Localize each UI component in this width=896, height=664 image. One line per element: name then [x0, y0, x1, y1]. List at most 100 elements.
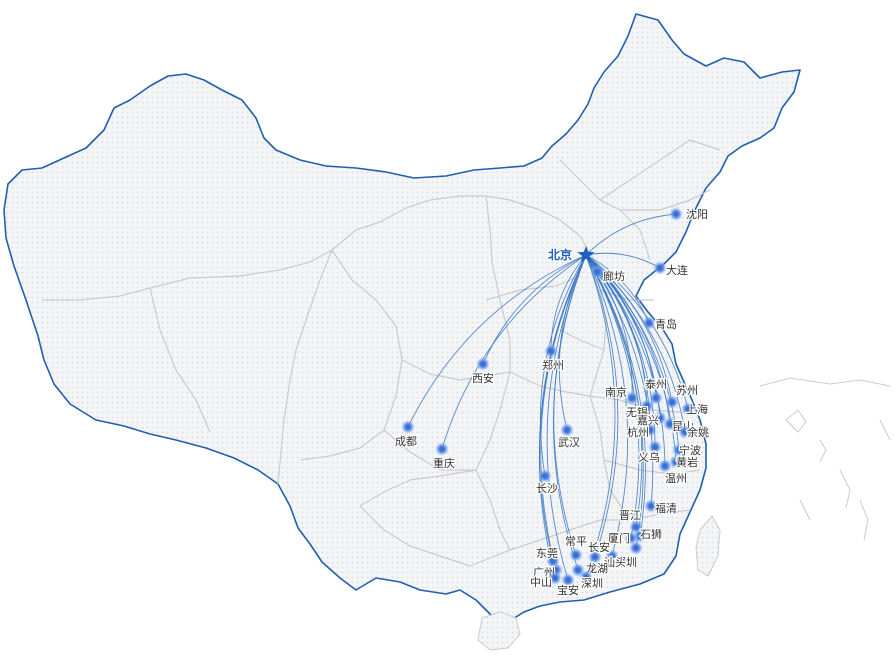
route-line-chengdu — [407, 254, 587, 428]
route-line-zhengzhou — [550, 254, 587, 352]
city-marker-chengdu[interactable]: 成都 — [394, 420, 418, 449]
city-marker-suzhou[interactable]: 苏州 — [665, 383, 699, 409]
city-marker-dalian[interactable]: 大连 — [653, 261, 689, 278]
city-dot — [548, 348, 554, 354]
city-label: 汕头 — [604, 556, 626, 569]
city-marker-shenzhen[interactable]: 深圳 — [579, 570, 604, 591]
city-marker-changsha[interactable]: 长沙 — [535, 469, 559, 496]
city-marker-shishi[interactable]: 石狮 — [633, 527, 663, 543]
city-dot — [685, 406, 691, 412]
route-line-xian — [482, 254, 587, 365]
city-dot — [662, 463, 668, 469]
city-dot — [657, 265, 663, 271]
city-label: 深圳 — [615, 556, 637, 569]
city-markers: 廊坊沈阳大连青岛郑州西安成都重庆武汉长沙南京泰州无锡苏州上海嘉兴昆山杭州余姚宁波… — [394, 206, 711, 599]
city-marker-yiwu[interactable]: 义乌 — [637, 440, 662, 465]
city-marker-dongguan[interactable]: 东莞 — [535, 546, 560, 568]
city-marker-fuqing[interactable]: 福清 — [644, 499, 678, 516]
city-dot — [644, 403, 650, 409]
route-line-shenzhen — [585, 254, 616, 578]
city-label: 苏州 — [676, 384, 698, 397]
china-mainland-outline — [3, 13, 801, 623]
city-label: 上海 — [686, 402, 708, 416]
city-dot — [439, 446, 445, 452]
city-marker-huangyan[interactable]: 黄岩 — [669, 454, 699, 470]
route-line-chongqing — [441, 254, 587, 450]
city-dot — [583, 574, 589, 580]
city-label: 重庆 — [433, 456, 455, 470]
city-label: 黄岩 — [676, 455, 698, 469]
city-dot — [673, 211, 679, 217]
city-dot — [573, 552, 579, 558]
city-marker-jinjiang[interactable]: 晋江 — [618, 508, 643, 534]
city-label: 廊坊 — [603, 269, 625, 283]
city-marker-wenzhou[interactable]: 温州 — [658, 459, 688, 486]
city-dot — [480, 361, 486, 367]
route-line-changan — [585, 254, 619, 558]
city-marker-qingdao[interactable]: 青岛 — [642, 316, 678, 332]
route-line-longhu — [553, 254, 587, 571]
city-dot — [575, 567, 581, 573]
city-label: 余姚 — [687, 425, 709, 439]
city-label: 成都 — [395, 435, 417, 448]
city-dot — [676, 447, 682, 453]
star-icon[interactable] — [577, 246, 595, 263]
city-label: 常平 — [565, 535, 587, 548]
city-label: 郑州 — [542, 358, 564, 372]
city-label: 沈阳 — [686, 207, 708, 221]
city-label: 南京 — [605, 385, 627, 399]
city-label: 嘉兴 — [637, 413, 659, 427]
city-dot — [564, 427, 570, 433]
city-marker-changan[interactable]: 长安 — [587, 539, 611, 564]
city-label: 温州 — [665, 472, 687, 485]
city-dot — [552, 575, 558, 581]
city-marker-hangzhou[interactable]: 杭州 — [626, 423, 657, 440]
city-marker-langfang[interactable]: 廊坊 — [590, 265, 626, 284]
city-label: 东莞 — [536, 547, 558, 560]
city-marker-shenzhen_east[interactable]: 深圳 — [614, 541, 643, 570]
city-marker-wuhan[interactable]: 武汉 — [557, 423, 581, 450]
city-dot — [682, 429, 688, 435]
taiwan-island — [695, 515, 721, 577]
city-marker-xian[interactable]: 西安 — [471, 357, 495, 386]
city-label: 中山 — [530, 576, 552, 589]
city-dot — [657, 415, 663, 421]
city-label: 泰州 — [645, 377, 667, 391]
hainan-island — [477, 611, 521, 651]
city-marker-ningbo[interactable]: 宁波 — [672, 442, 702, 458]
city-marker-baoan[interactable]: 宝安 — [556, 573, 580, 598]
route-line-dalian — [585, 252, 661, 269]
city-dot — [647, 427, 653, 433]
city-label: 武汉 — [558, 436, 580, 449]
city-marker-shantou[interactable]: 汕头 — [603, 549, 627, 570]
city-dot — [542, 473, 548, 479]
city-marker-zhengzhou[interactable]: 郑州 — [541, 344, 565, 373]
city-label: 义乌 — [638, 450, 660, 464]
province-boundaries — [42, 139, 721, 567]
city-marker-yuyao[interactable]: 余姚 — [678, 424, 710, 440]
city-marker-chongqing[interactable]: 重庆 — [432, 442, 456, 471]
city-marker-xiamen[interactable]: 厦门 — [607, 530, 638, 546]
city-marker-nanjing[interactable]: 南京 — [604, 384, 639, 405]
city-marker-jiaxing[interactable]: 嘉兴 — [636, 411, 667, 428]
city-label: 石狮 — [640, 528, 662, 541]
route-line-shantou — [585, 254, 629, 557]
city-dot — [637, 533, 643, 539]
city-marker-taizhou[interactable]: 泰州 — [644, 376, 668, 405]
city-dot — [633, 545, 639, 551]
city-marker-shenyang[interactable]: 沈阳 — [669, 206, 709, 222]
city-marker-changping[interactable]: 常平 — [564, 534, 588, 562]
city-dot — [652, 444, 658, 450]
city-label: 无锡 — [626, 405, 648, 419]
city-label: 宁波 — [679, 443, 701, 457]
city-dot — [667, 421, 673, 427]
city-label: 长安 — [588, 540, 610, 554]
city-dot — [629, 395, 635, 401]
city-marker-shanghai[interactable]: 上海 — [681, 401, 709, 417]
route-line-wenzhou — [585, 254, 666, 467]
city-marker-wuxi[interactable]: 无锡 — [625, 399, 654, 420]
city-marker-zhongshan[interactable]: 中山 — [529, 571, 562, 590]
city-dot — [594, 269, 600, 275]
